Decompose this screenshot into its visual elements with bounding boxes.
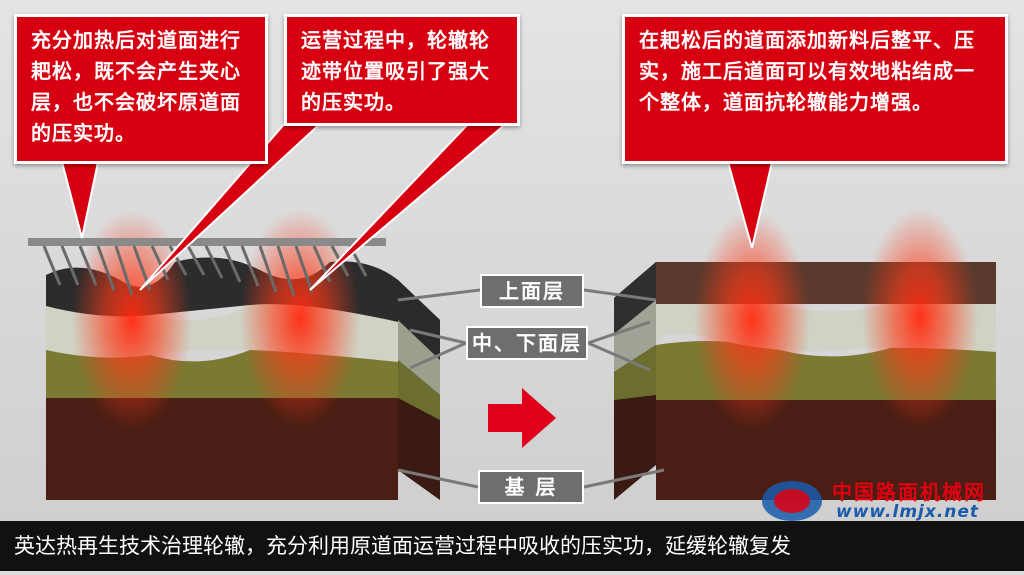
process-arrow xyxy=(488,388,556,448)
label-pointer-lines xyxy=(397,288,665,489)
label-middle-lower-layer: 中、下面层 xyxy=(466,326,588,360)
label-upper-layer: 上面层 xyxy=(480,274,584,308)
lmjx-logo-icon xyxy=(762,481,822,521)
left-base-layer xyxy=(46,398,398,500)
callout-raking: 充分加热后对道面进行耙松，既不会产生夹心层，也不会破坏原道面的压实功。 xyxy=(14,14,268,164)
watermark-cn: 中国路面机械网 xyxy=(832,480,986,504)
right-pavement-block xyxy=(614,208,996,500)
callout-compaction: 运营过程中，轮辙轮迹带位置吸引了强大的压实功。 xyxy=(284,14,520,126)
callout-new-material: 在耙松后的道面添加新料后整平、压实，施工后道面可以有效地粘结成一个整体，道面抗轮… xyxy=(622,14,1008,164)
label-base-layer: 基 层 xyxy=(478,470,584,504)
watermark-url: www.lmjx.net xyxy=(836,502,980,522)
caption-bar: 英达热再生技术治理轮辙，充分利用原道面运营过程中吸收的压实功，延缓轮辙复发 xyxy=(0,521,1024,571)
callout-pointers xyxy=(60,121,774,291)
